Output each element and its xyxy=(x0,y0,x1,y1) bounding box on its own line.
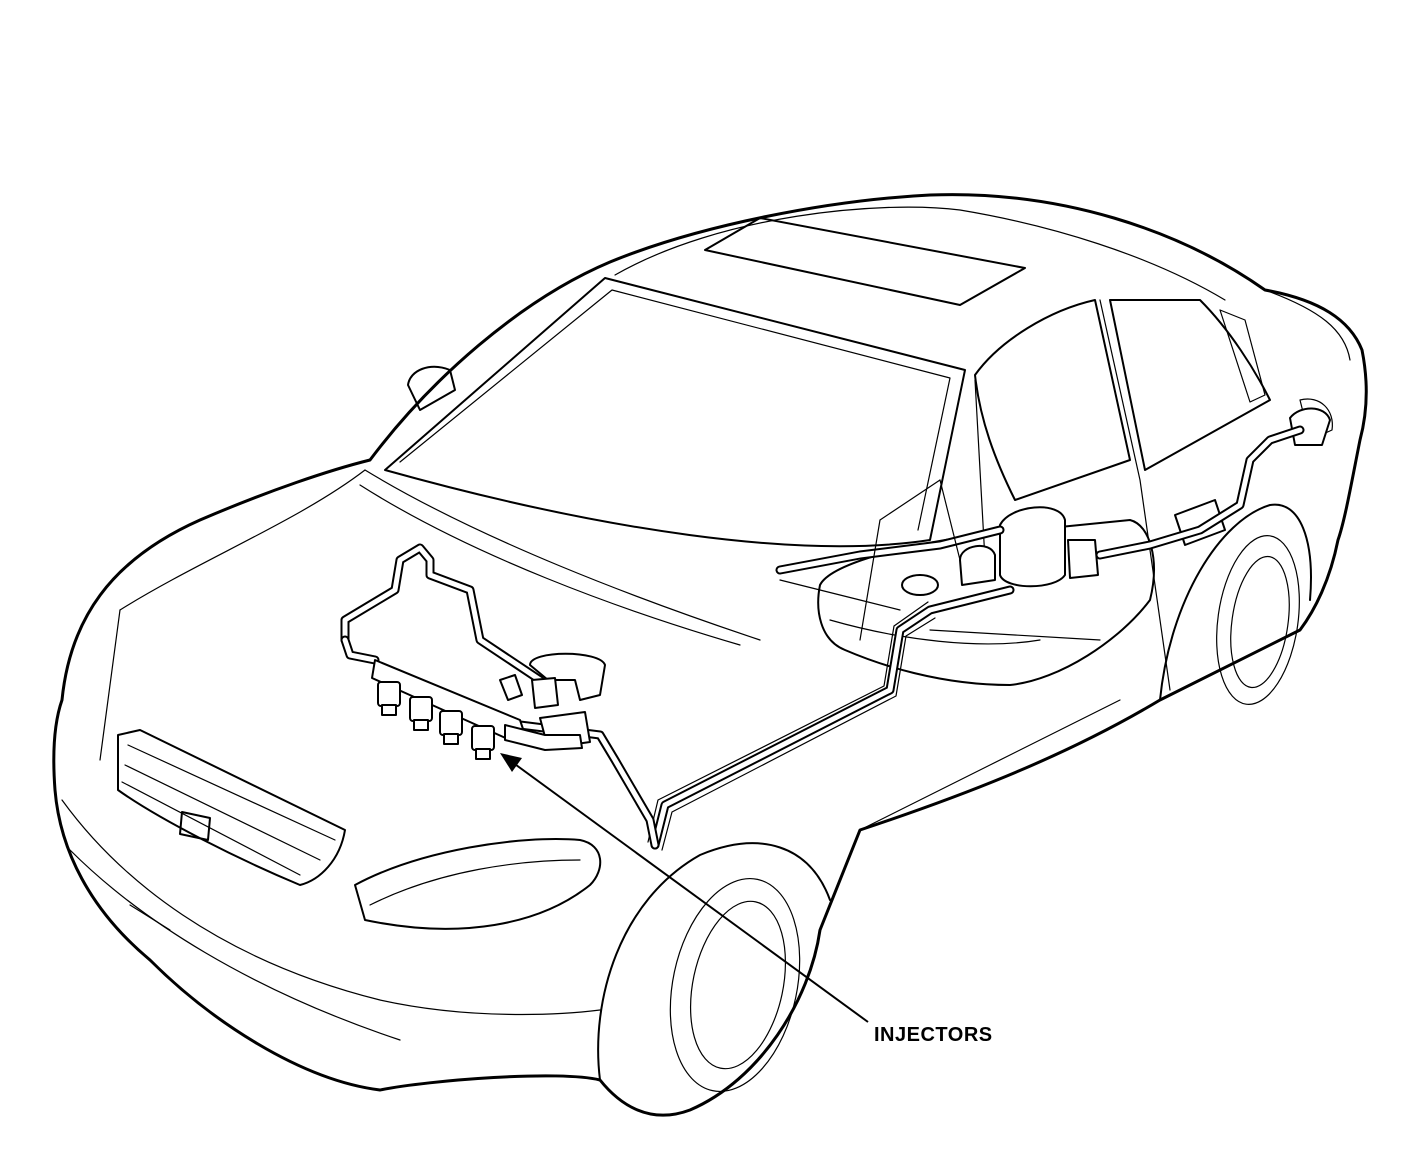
injector-1 xyxy=(377,681,401,716)
injectors-leader-line xyxy=(500,753,869,1023)
fuel-injectors xyxy=(377,681,495,760)
injector-4 xyxy=(471,725,495,760)
leader-arrowhead xyxy=(500,753,522,772)
injector-2 xyxy=(409,696,433,731)
fuel-pump-assembly xyxy=(901,407,1331,596)
injector-3 xyxy=(439,710,463,745)
fuel-lines xyxy=(340,425,1305,851)
car-body-outline xyxy=(52,193,1368,1117)
injectors-callout-label: INJECTORS xyxy=(874,1024,993,1046)
fuel-rail xyxy=(371,659,583,751)
